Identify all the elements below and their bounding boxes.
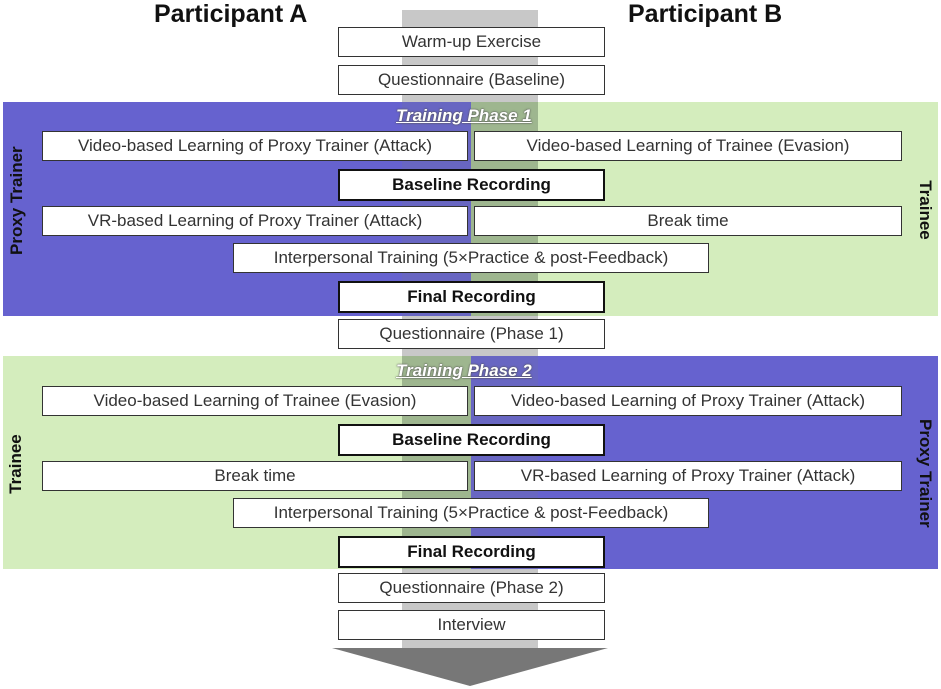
phase1-baseline-recording-step: Baseline Recording bbox=[338, 169, 605, 201]
participant-b-header: Participant B bbox=[628, 0, 783, 28]
phase2-video-left-step: Video-based Learning of Trainee (Evasion… bbox=[42, 386, 468, 416]
phase1-vr-left-step: VR-based Learning of Proxy Trainer (Atta… bbox=[42, 206, 468, 236]
phase1-title: Training Phase 1 bbox=[396, 106, 532, 125]
phase1-video-right-step: Video-based Learning of Trainee (Evasion… bbox=[474, 131, 902, 161]
phase2-break-left-step: Break time bbox=[42, 461, 468, 491]
phase2-interpersonal-step: Interpersonal Training (5×Practice & pos… bbox=[233, 498, 709, 528]
phase1-right-role-label: Trainee bbox=[916, 180, 935, 240]
questionnaire-baseline-step: Questionnaire (Baseline) bbox=[338, 65, 605, 95]
participant-a-header: Participant A bbox=[154, 0, 308, 28]
phase2-final-recording-step: Final Recording bbox=[338, 536, 605, 568]
phase1-video-left-step: Video-based Learning of Proxy Trainer (A… bbox=[42, 131, 468, 161]
phase2-vr-right-step: VR-based Learning of Proxy Trainer (Atta… bbox=[474, 461, 902, 491]
phase2-right-role-label: Proxy Trainer bbox=[916, 419, 935, 528]
warmup-step: Warm-up Exercise bbox=[338, 27, 605, 57]
phase2-video-right-step: Video-based Learning of Proxy Trainer (A… bbox=[474, 386, 902, 416]
phase2-title: Training Phase 2 bbox=[396, 361, 532, 380]
phase1-left-role-label: Proxy Trainer bbox=[7, 146, 26, 255]
questionnaire-phase1-step: Questionnaire (Phase 1) bbox=[338, 319, 605, 349]
phase1-break-right-step: Break time bbox=[474, 206, 902, 236]
phase2-left-role-label: Trainee bbox=[6, 434, 25, 494]
interview-step: Interview bbox=[338, 610, 605, 640]
phase1-interpersonal-step: Interpersonal Training (5×Practice & pos… bbox=[233, 243, 709, 273]
questionnaire-phase2-step: Questionnaire (Phase 2) bbox=[338, 573, 605, 603]
phase1-final-recording-step: Final Recording bbox=[338, 281, 605, 313]
phase2-baseline-recording-step: Baseline Recording bbox=[338, 424, 605, 456]
